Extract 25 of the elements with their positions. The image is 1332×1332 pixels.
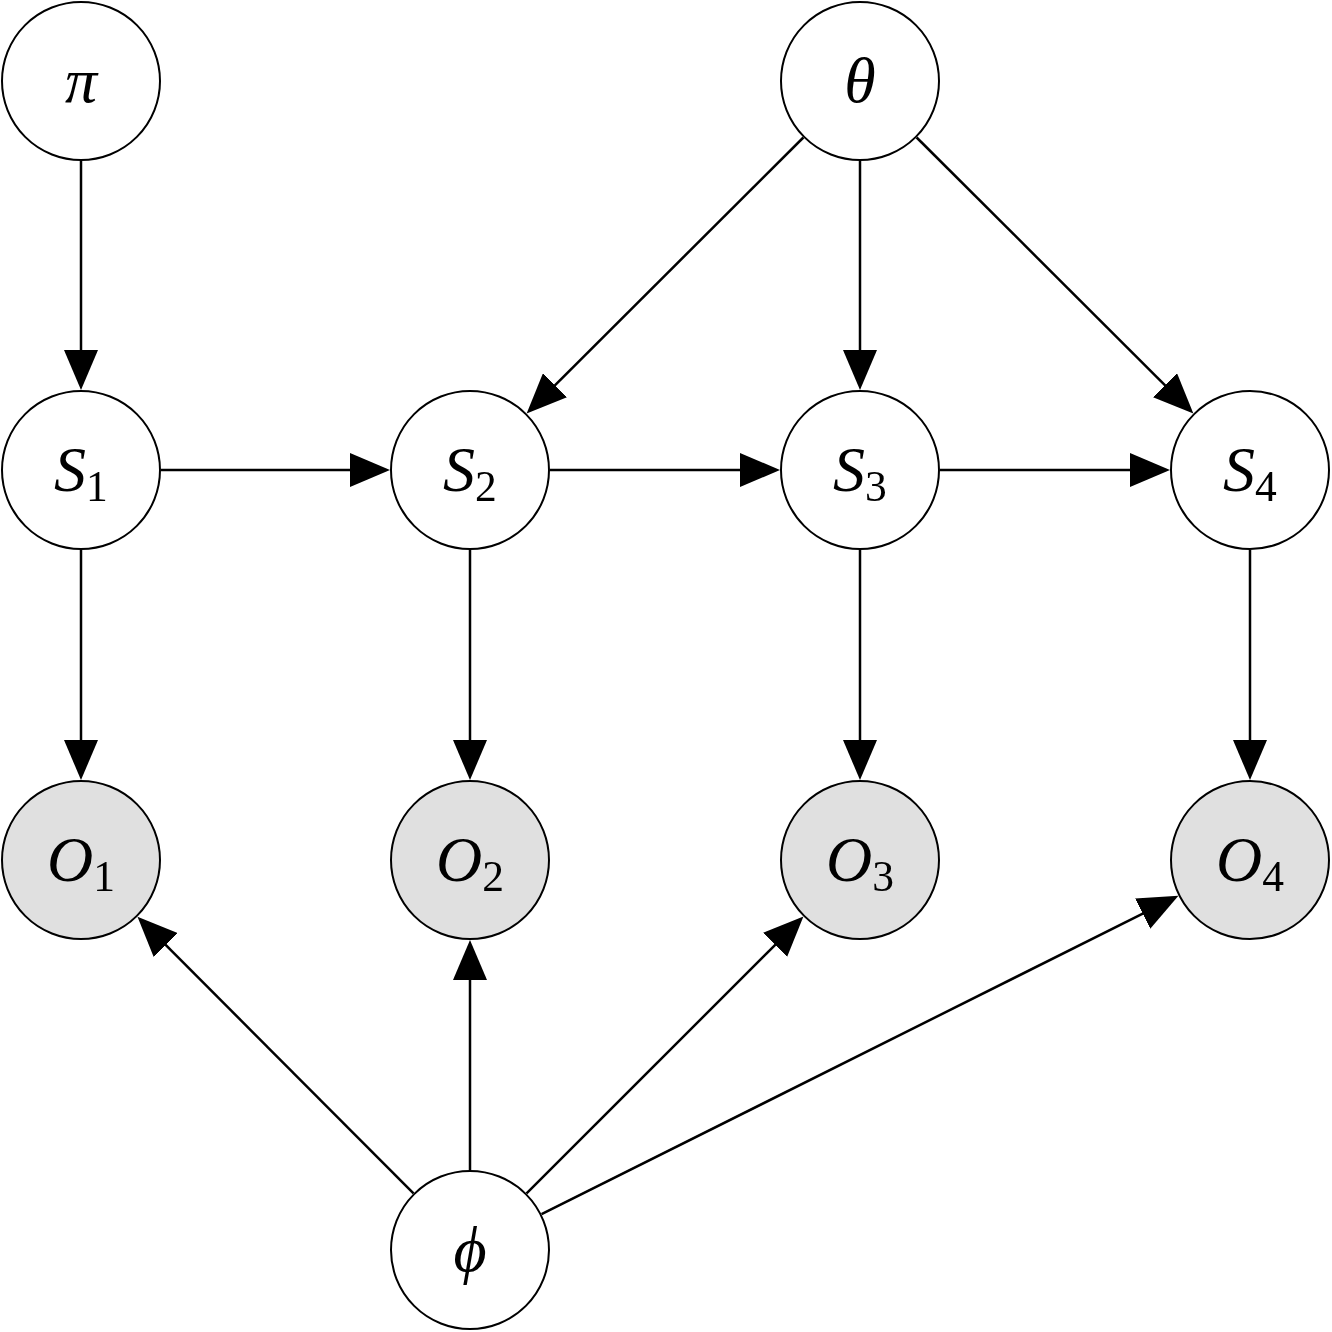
variable-label: S$_{1}$ (54, 438, 108, 502)
arrow (137, 916, 415, 1195)
arrow (1233, 550, 1267, 780)
arrow (915, 136, 1194, 414)
variable-label: O$_{2}$ (436, 828, 504, 892)
arrow (940, 453, 1170, 487)
arrow (843, 161, 877, 390)
arrow (550, 453, 780, 487)
variable-label: O$_{1}$ (47, 828, 115, 892)
arrow (526, 136, 805, 414)
arrow (453, 940, 487, 1170)
variable-label: O$_{4}$ (1216, 828, 1284, 892)
arrow (541, 895, 1179, 1216)
variable-label: π (64, 49, 98, 113)
variable-label: S$_{4}$ (1223, 438, 1277, 502)
arrow (525, 916, 804, 1195)
variable-label: S$_{2}$ (443, 438, 497, 502)
variable-label: O$_{3}$ (826, 828, 894, 892)
variable-label: θ (844, 49, 876, 113)
arrow (161, 453, 390, 487)
variable-label: S$_{3}$ (833, 438, 887, 502)
arrow (64, 161, 98, 390)
arrow (453, 550, 487, 780)
arrow (64, 550, 98, 780)
arrow (843, 550, 877, 780)
